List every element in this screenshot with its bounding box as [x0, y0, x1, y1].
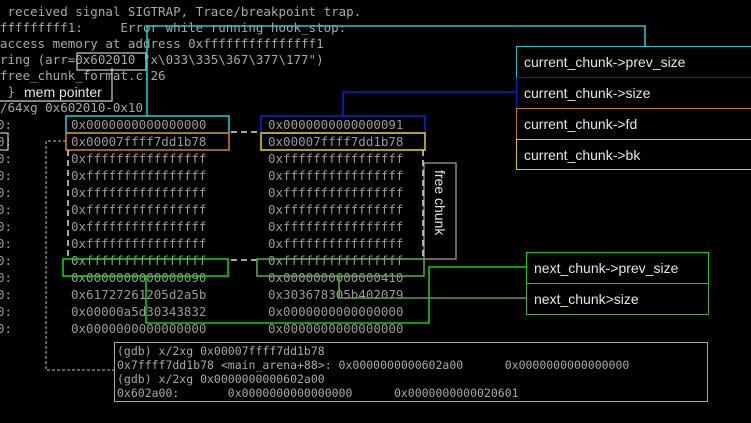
memory-cell: 0xffffffffffffffff	[268, 236, 404, 251]
gdb-line: 0x602a00: 0x0000000000000000 0x000000000…	[117, 386, 519, 400]
terminal-line: free_chunk_format.c:26	[0, 68, 166, 83]
row-label: 0:	[0, 185, 13, 200]
next-size-label: next_chunk>size	[526, 283, 709, 315]
memory-cell: 0x0000000000000000	[71, 321, 207, 336]
gdb-line: (gdb) x/2xg 0x00007ffff7dd1b78	[117, 344, 325, 358]
memory-cell: 0xffffffffffffffff	[268, 185, 404, 200]
current-size-text: current_chunk->size	[524, 85, 651, 101]
memory-cell: 0xffffffffffffffff	[268, 168, 404, 183]
row-label: 0:	[0, 270, 13, 285]
row-label: 0:	[0, 287, 13, 302]
row-label: 0:	[0, 151, 13, 166]
memory-cell: 0x0000000000000000	[268, 321, 404, 336]
size-connector	[342, 91, 516, 116]
memory-cell: 0xffffffffffffffff	[268, 151, 404, 166]
memory-cell: 0xffffffffffffffff	[268, 202, 404, 217]
terminal-line: /64xg 0x602010-0x10	[0, 100, 143, 115]
mem-pointer-label: mem pointer	[24, 84, 102, 100]
row-label: 0:	[0, 117, 13, 132]
current-fd-label: current_chunk->fd	[516, 108, 751, 139]
terminal-line: }	[0, 84, 16, 99]
terminal-line: ring (arr=0x602010 "x\033\335\367\377\17…	[0, 52, 324, 67]
next-prev-size-text: next_chunk->prev_size	[534, 260, 679, 276]
row-label: 0:	[0, 236, 13, 251]
memory-cell: 0xffffffffffffffff	[268, 219, 404, 234]
current-bk-text: current_chunk->bk	[524, 146, 641, 163]
current-size-label: current_chunk->size	[516, 77, 751, 108]
current-prev-size-label: current_chunk->prev_size	[516, 46, 751, 77]
gdb-line: 0x7ffff7dd1b78 <main_arena+88>: 0x000000…	[117, 358, 630, 372]
row-label: 0:	[0, 202, 13, 217]
row-label: 0:	[0, 219, 13, 234]
current-prev-size-text: current_chunk->prev_size	[524, 54, 686, 70]
terminal-line: access memory at address 0xfffffffffffff…	[0, 36, 324, 51]
row-label: 0:	[0, 304, 13, 319]
row-label: 0:	[0, 321, 13, 336]
gdb-output-box: (gdb) x/2xg 0x00007ffff7dd1b78 0x7ffff7d…	[114, 342, 708, 402]
row-label: 0:	[0, 253, 13, 268]
next-prev-size-label: next_chunk->prev_size	[526, 252, 709, 284]
current-fd-text: current_chunk->fd	[524, 116, 638, 132]
terminal-line: received signal SIGTRAP, Trace/breakpoin…	[0, 4, 362, 19]
gdb-line: (gdb) x/2xg 0x0000000000602a00	[117, 372, 325, 386]
next-size-text: next_chunk>size	[534, 291, 639, 307]
free-chunk-label: free chunk	[432, 170, 448, 236]
terminal-line: fffffffff1: Error while running hook_sto…	[0, 20, 347, 35]
row-label: 0:	[0, 168, 13, 183]
current-bk-label: current_chunk->bk	[516, 139, 751, 170]
